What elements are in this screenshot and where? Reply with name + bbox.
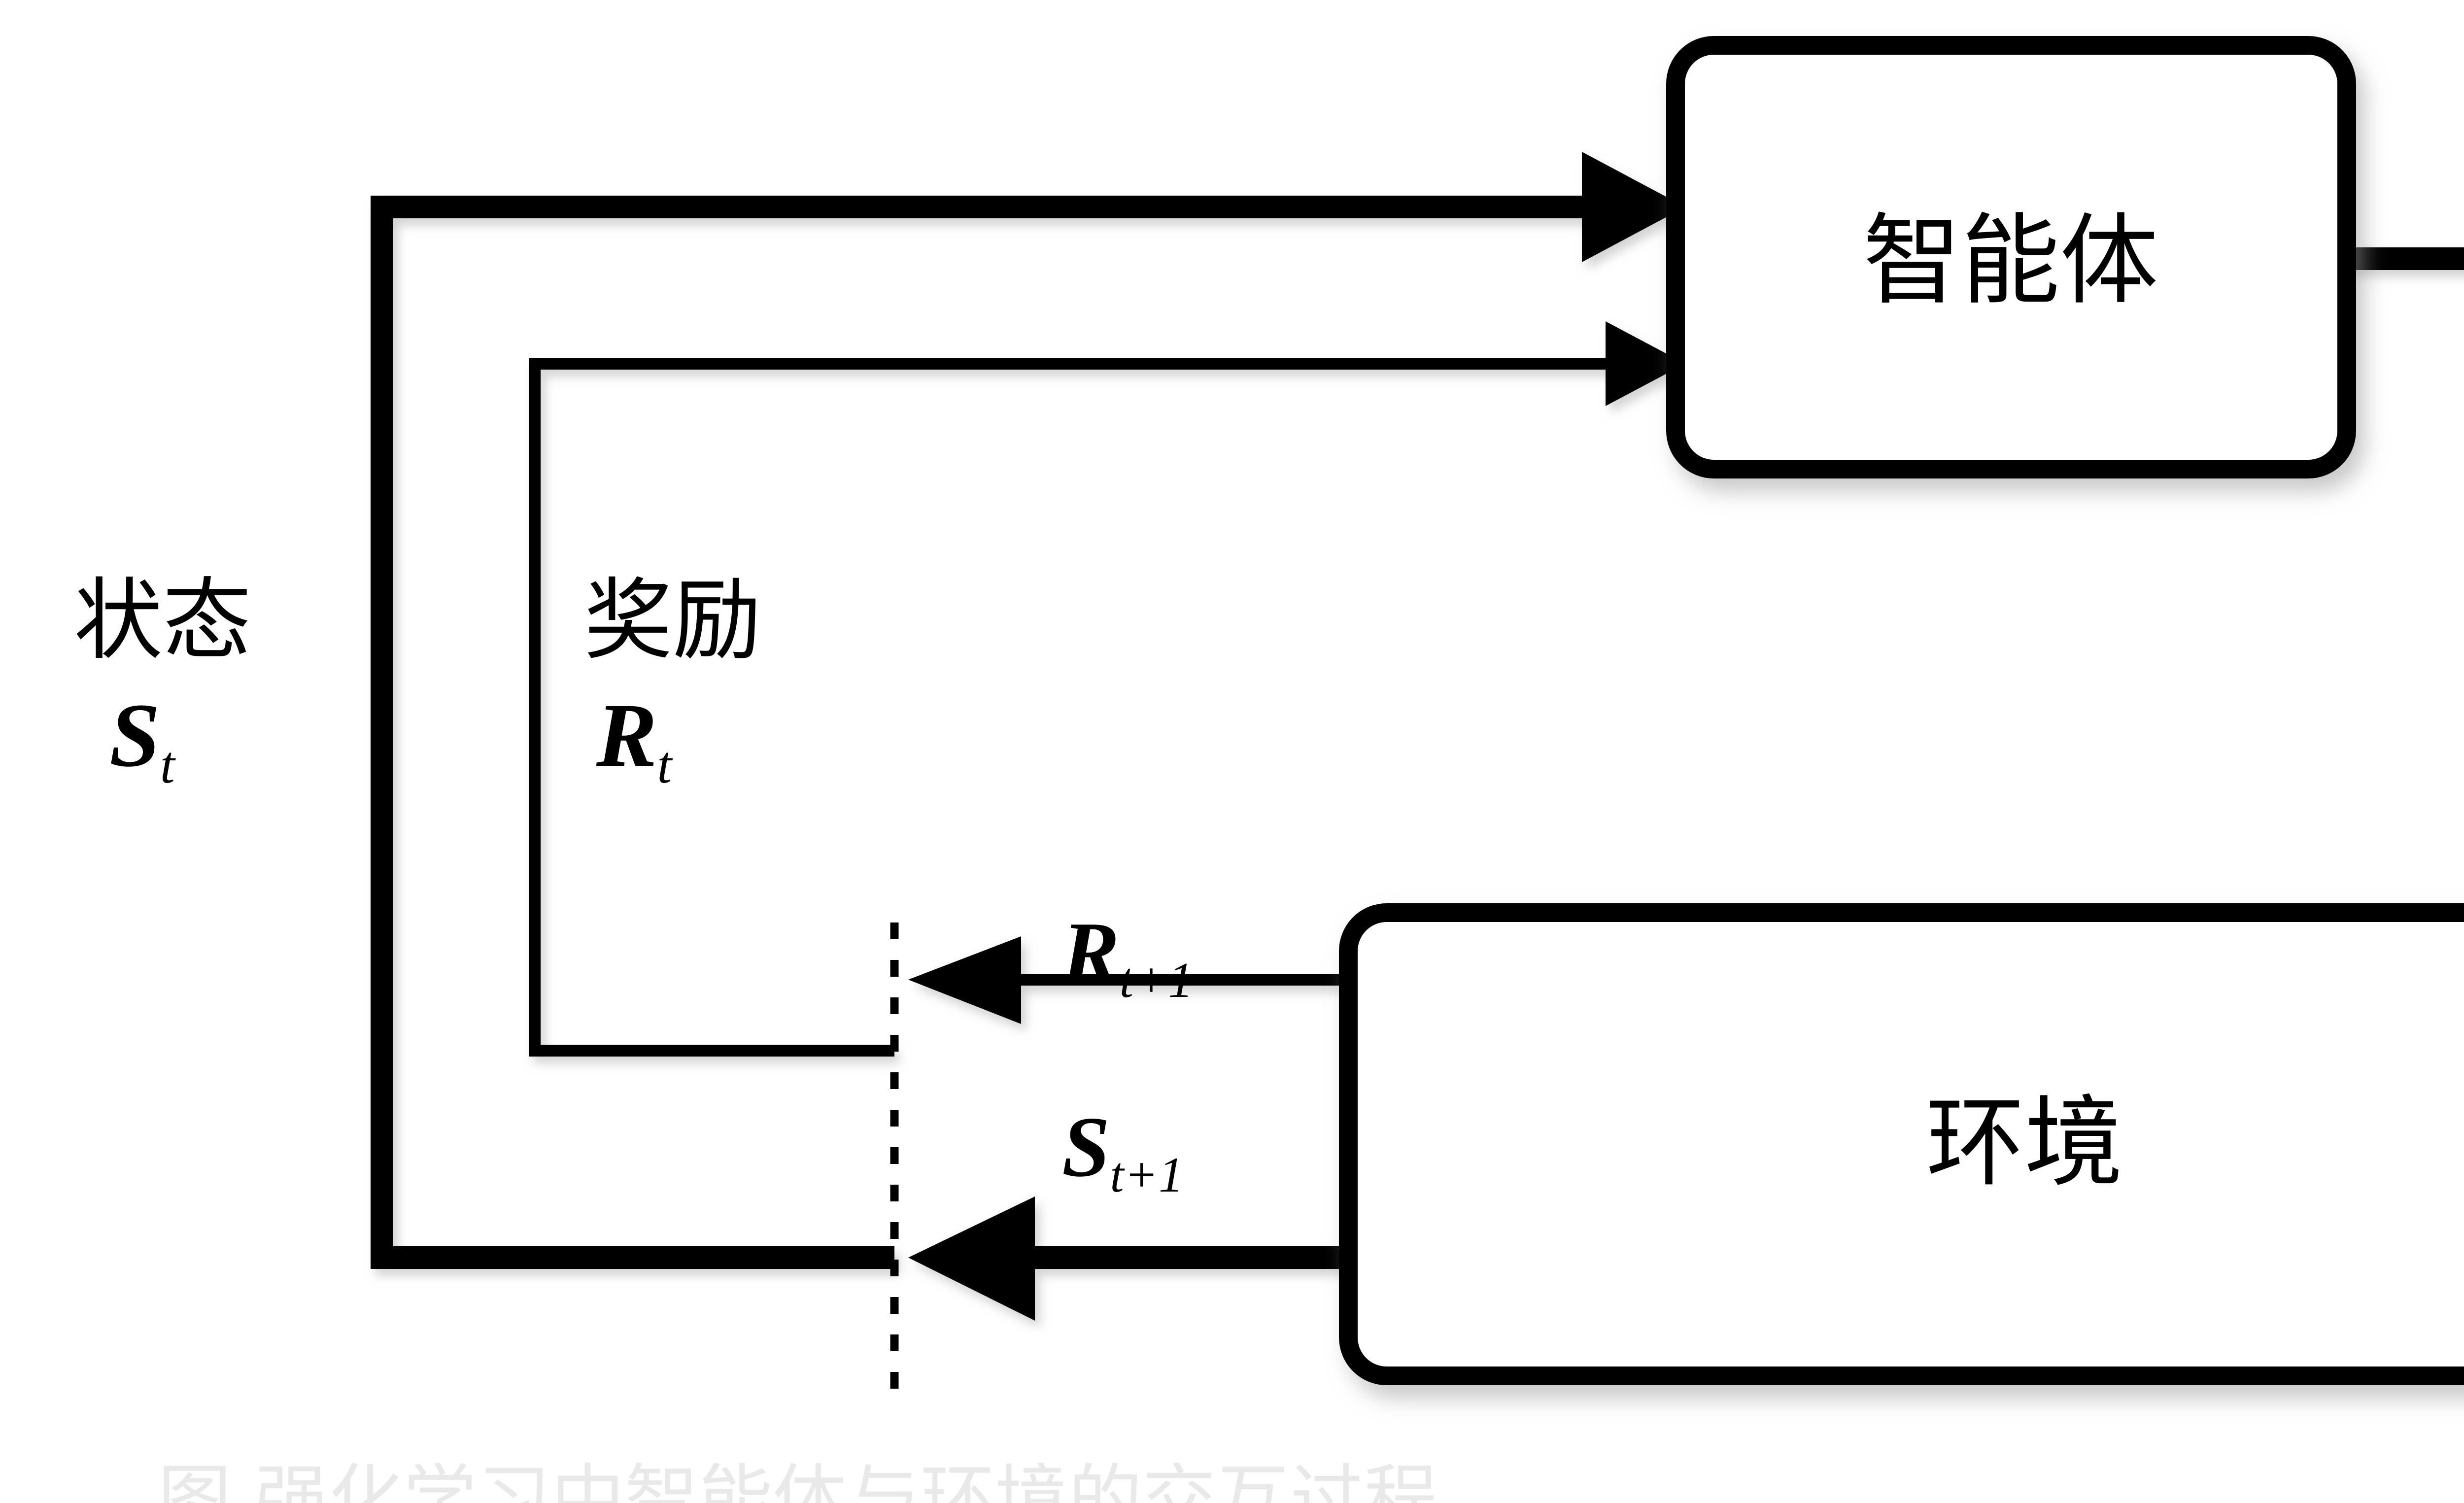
environment-box [1339,903,2464,1385]
next-reward-symbol: Rt+1 [1062,909,1194,1006]
state-symbol-base: S [109,685,160,786]
reward-symbol-subscript: t [657,736,673,795]
next-reward-edge [908,936,1348,1024]
reward-label-cjk: 奖励 [584,569,762,672]
reward-symbol-base: R [596,685,657,786]
state-symbol-subscript: t [160,736,175,795]
next-state-symbol: St+1 [1062,1104,1184,1200]
agent-box [1666,36,2356,478]
figure-caption: 图 强化学习中智能体与环境的交互过程 [158,1463,1438,1503]
environment-box-label: 环境 [1925,1086,2123,1200]
next-reward-symbol-subscript: t+1 [1119,953,1194,1008]
next-state-symbol-subscript: t+1 [1110,1147,1184,1203]
state-edge [371,152,1685,1269]
reward-symbol: Rt [596,690,672,791]
state-symbol: St [109,690,175,791]
next-reward-symbol-base: R [1062,904,1120,1000]
next-state-symbol-base: S [1062,1099,1110,1195]
agent-box-label: 智能体 [1862,204,2159,318]
next-state-edge [908,1196,1348,1321]
reward-edge [529,321,1685,1057]
state-label-cjk: 状态 [74,569,252,672]
